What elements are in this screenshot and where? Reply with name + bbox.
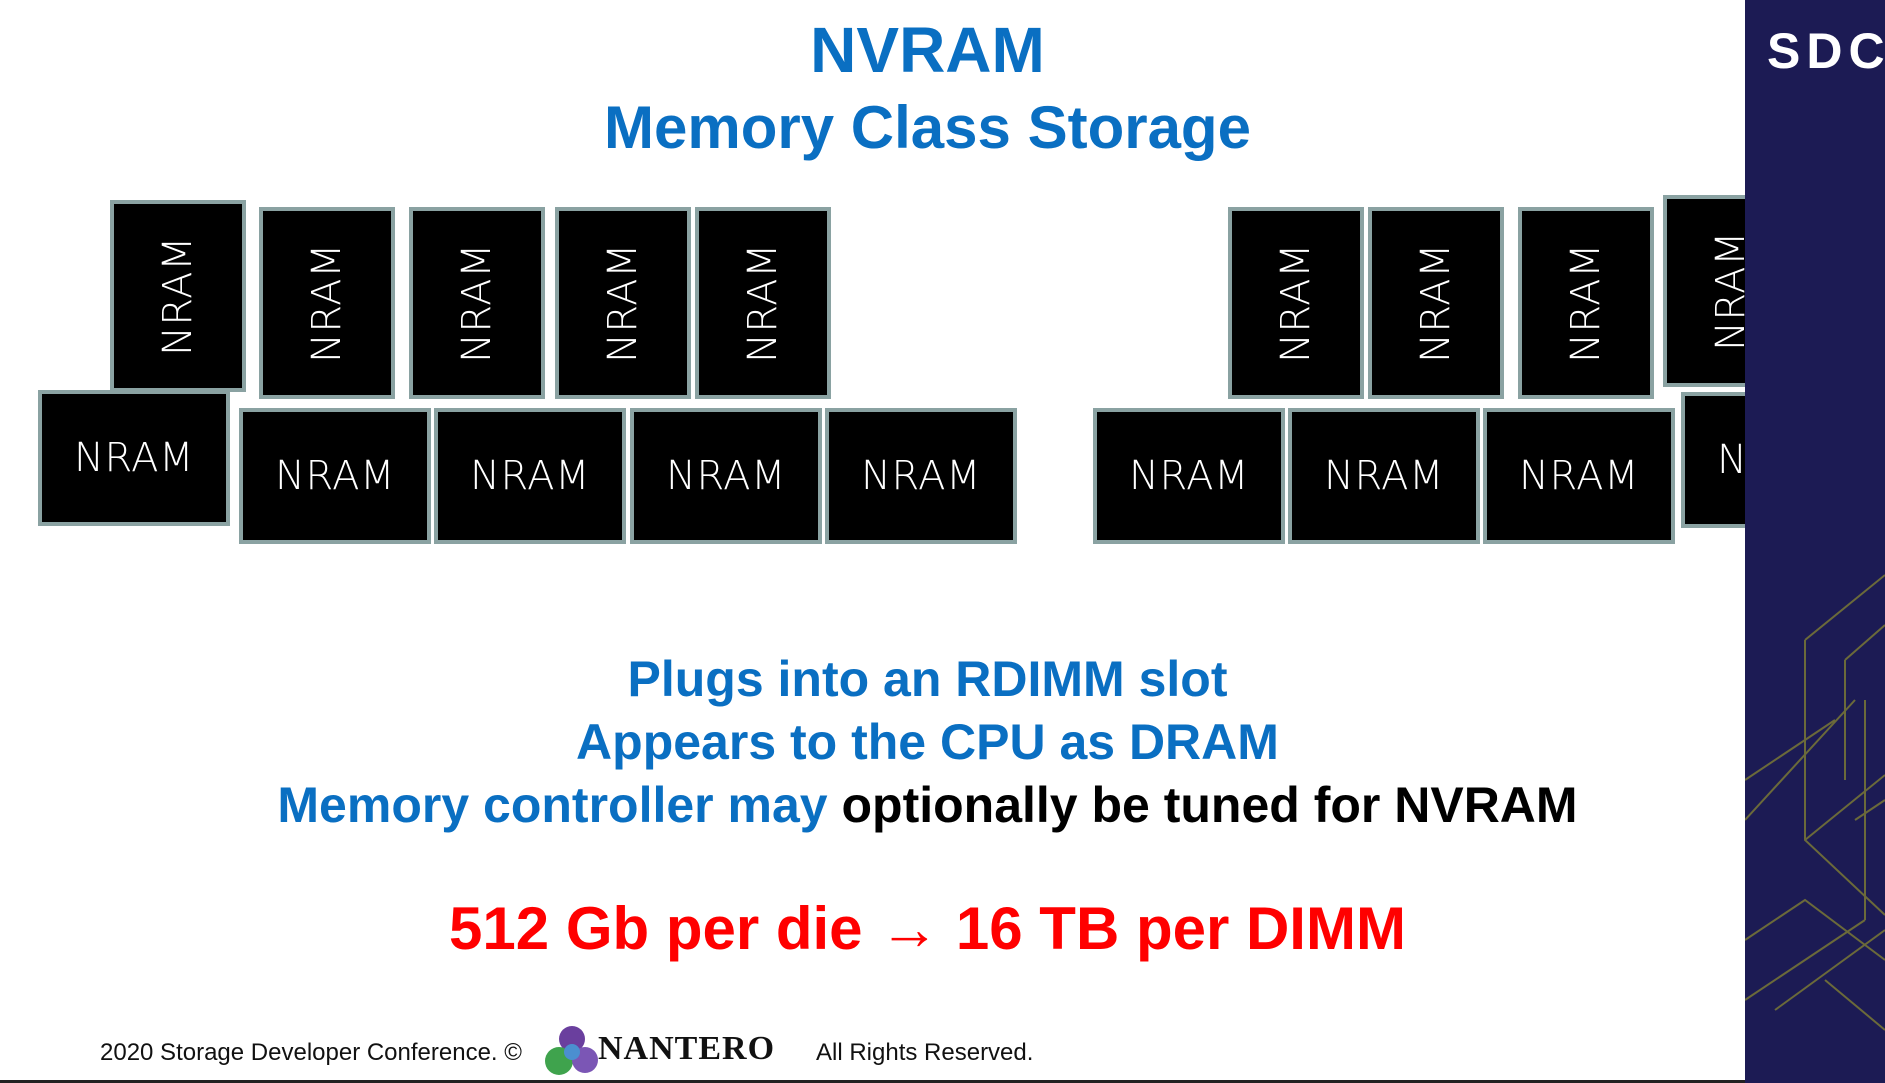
nram-chip-vertical: NRAM (1228, 207, 1364, 399)
nram-chip-horizontal: NRAM (38, 390, 230, 526)
nram-chip-vertical: NRAM (555, 207, 691, 399)
bottom-divider (0, 1080, 1745, 1083)
nram-chip-label: NRAM (1413, 243, 1459, 363)
conference-sidebar: SDC (1745, 0, 1885, 1083)
nantero-logo-icon (545, 1026, 598, 1075)
footer-rights: All Rights Reserved. (816, 1039, 1034, 1066)
nram-chip-vertical: NRAM (1368, 207, 1504, 399)
nram-chip-vertical: NRAM (409, 207, 545, 399)
footer-copyright: 2020 Storage Developer Conference. © (100, 1039, 522, 1066)
slide-title: NVRAM (810, 14, 1045, 86)
body-line-controller-blue: Memory controller may (277, 777, 828, 833)
body-line-dram: Appears to the CPU as DRAM (576, 714, 1279, 770)
nram-chip-horizontal: NRAM (1483, 408, 1675, 544)
nantero-logo-text: NANTERO (598, 1030, 776, 1067)
nram-chip-vertical: NRAM (695, 207, 831, 399)
nram-chip-horizontal: NRAM (630, 408, 822, 544)
body-line-controller: Memory controller may optionally be tune… (0, 774, 1855, 836)
nram-chip-vertical: NRAM (110, 200, 246, 392)
nram-chip-label: NRAM (454, 243, 500, 363)
body-line-controller-black: optionally be tuned for NVRAM (841, 777, 1578, 833)
nram-chip-vertical: NRAM (259, 207, 395, 399)
nram-chip-horizontal: NRAM (825, 408, 1017, 544)
slide-subtitle: Memory Class Storage (604, 94, 1251, 161)
wireframe-cube-decoration-icon (1745, 574, 1885, 1031)
nram-chip-label: NRAM (1273, 243, 1319, 363)
nram-chip-horizontal: NRAM (239, 408, 431, 544)
body-line-rdimm: Plugs into an RDIMM slot (627, 651, 1228, 707)
nram-chip-label: NRAM (740, 243, 786, 363)
nram-chip-label: NRAM (600, 243, 646, 363)
nram-chip-label: NRAM (155, 236, 201, 356)
sidebar-brand: SDC (1767, 23, 1885, 79)
nram-chip-label: NRAM (304, 243, 350, 363)
capacity-highlight: 512 Gb per die → 16 TB per DIMM (449, 895, 1406, 962)
nram-chip-horizontal: NRAM (434, 408, 626, 544)
nram-chip-horizontal: NRAM (1288, 408, 1480, 544)
nram-chip-label: NRAM (1563, 243, 1609, 363)
nram-chip-vertical: NRAM (1518, 207, 1654, 399)
nram-chip-horizontal: NRAM (1093, 408, 1285, 544)
